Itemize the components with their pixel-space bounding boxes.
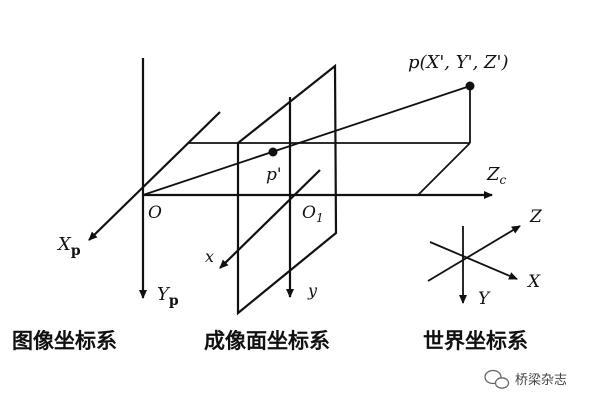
image-x-axis bbox=[88, 111, 221, 241]
label-y-axis: y bbox=[307, 281, 318, 300]
label-zc-axis: Zc bbox=[486, 164, 507, 187]
projection-ray bbox=[142, 85, 471, 196]
label-image-point: p' bbox=[266, 165, 282, 185]
box-diagonal-line bbox=[417, 142, 471, 196]
label-world-point: p(X', Y', Z') bbox=[408, 52, 509, 73]
label-x-axis: x bbox=[205, 247, 214, 266]
label-origin-O1: O1 bbox=[302, 203, 324, 225]
image-point-p bbox=[268, 147, 278, 157]
label-world-x: X bbox=[526, 272, 541, 292]
caption-image-coordinate-system: 图像坐标系 bbox=[12, 329, 117, 353]
label-yp-axis: Yp bbox=[157, 284, 179, 309]
label-world-y: Y bbox=[478, 289, 491, 309]
caption-imaging-plane-coordinate-system: 成像面坐标系 bbox=[204, 329, 330, 353]
imaging-plane bbox=[236, 63, 338, 316]
world-x-axis bbox=[429, 241, 518, 280]
world-z-axis bbox=[427, 225, 521, 282]
wechat-icon bbox=[484, 369, 510, 389]
label-origin-O: O bbox=[148, 203, 162, 223]
world-point-P bbox=[465, 81, 475, 91]
imaging-plane-x-axis bbox=[219, 169, 321, 269]
watermark-text: 桥梁杂志 bbox=[515, 373, 567, 388]
caption-world-coordinate-system: 世界坐标系 bbox=[423, 329, 528, 353]
label-world-z: Z bbox=[529, 207, 543, 227]
label-xp-axis: Xp bbox=[56, 234, 81, 259]
